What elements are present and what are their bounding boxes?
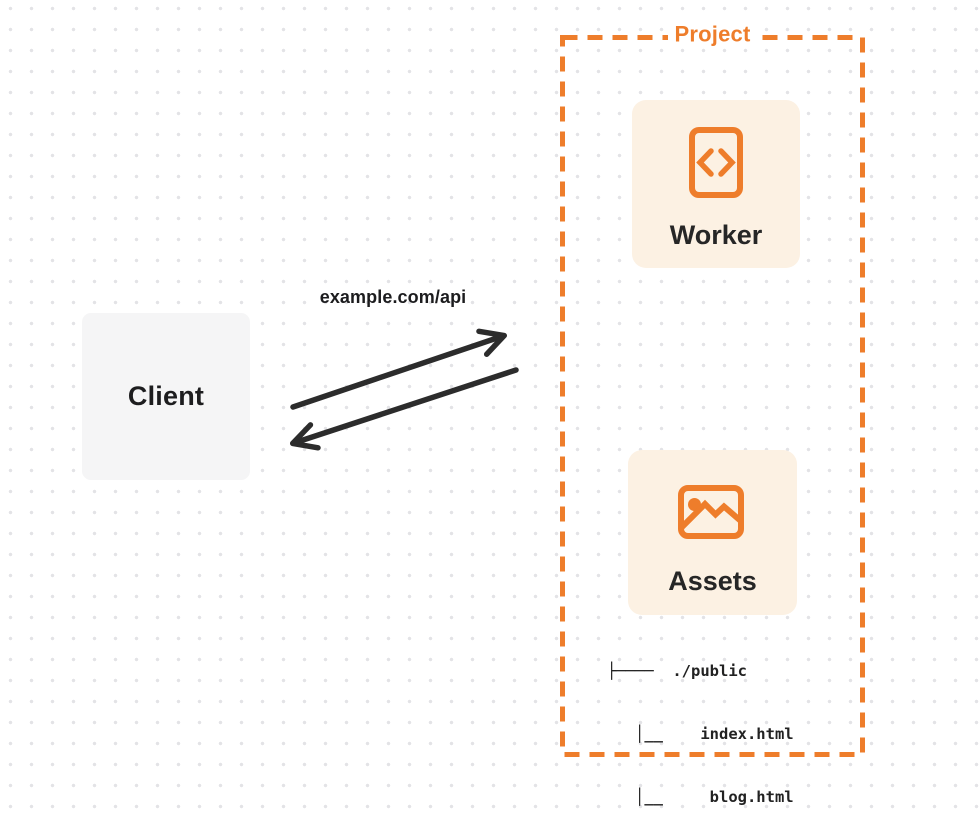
project-label: Project — [667, 21, 758, 48]
assets-node: Assets — [628, 450, 797, 615]
tree-line-index: │__ index.html — [607, 725, 794, 743]
response-arrow — [289, 367, 519, 451]
project-container: Project Worker Assets ├──── — [560, 21, 865, 806]
tree-line-blog: │__ blog.html — [607, 788, 794, 806]
assets-file-tree: ├──── ./public │__ index.html │__ blog.h… — [607, 619, 794, 818]
assets-label: Assets — [668, 566, 757, 596]
client-node: Client — [82, 313, 250, 480]
code-file-icon — [689, 127, 743, 198]
request-url-label: example.com/api — [319, 287, 467, 307]
worker-label: Worker — [669, 220, 763, 250]
tree-line-public: ├──── ./public — [607, 662, 747, 680]
image-icon — [678, 485, 744, 539]
request-arrow — [290, 328, 508, 410]
client-label: Client — [127, 381, 205, 411]
worker-node: Worker — [632, 100, 800, 268]
